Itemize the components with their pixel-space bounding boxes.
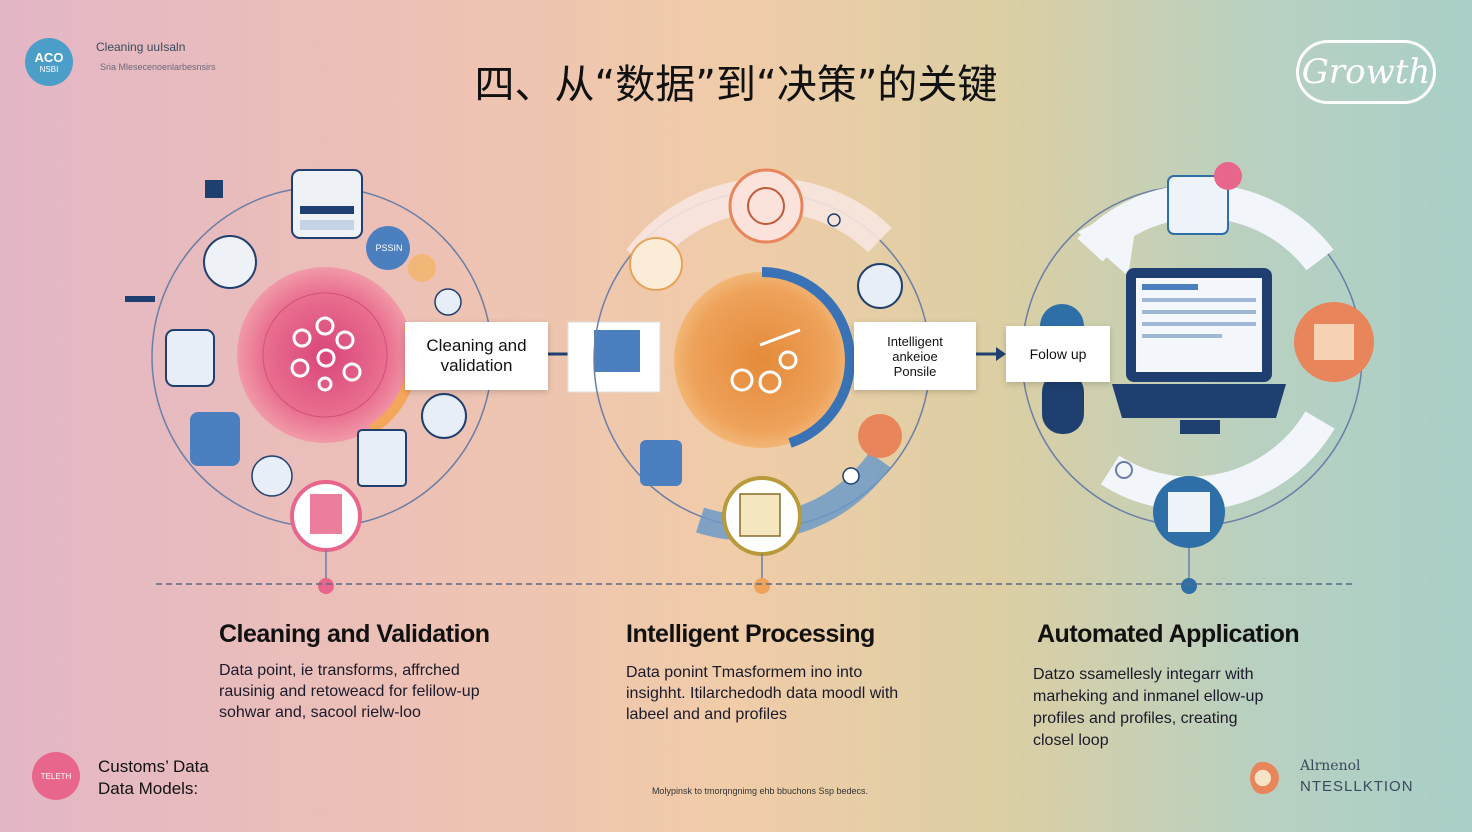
growth-logo: Growth — [1296, 40, 1436, 104]
stage1-title: Cleaning and Validation — [219, 620, 490, 648]
stage2-grid-icon — [640, 440, 682, 486]
stage1-core-icons — [290, 316, 362, 392]
page-title: 四、从“数据”到“决策”的关键 — [474, 62, 998, 108]
stage2-hand-icon — [858, 414, 902, 458]
stage3-dark-pill — [1042, 372, 1084, 434]
stage2-graphic — [593, 168, 931, 594]
callout-follow-up: Folow up — [1006, 326, 1110, 382]
footer-brand-line1: Alrnenol — [1300, 758, 1361, 774]
stage2-clock-icon — [857, 263, 903, 309]
callout-cleaning-validation: Cleaning and validation — [405, 322, 548, 390]
stage1-small-icon — [434, 288, 462, 316]
footer-brand-logo-icon — [1250, 760, 1282, 796]
footer-brand-line2: NTESLLKTION — [1300, 778, 1414, 795]
stage1-timeline-dot — [318, 578, 334, 594]
stage3-timeline-dot — [1181, 578, 1197, 594]
stage1-file-icon — [357, 429, 407, 487]
stage1-brain-icon — [251, 455, 293, 497]
stage1-blue-badge-icon — [366, 226, 410, 270]
footer-left-text: Customs’ Data Data Models: — [98, 757, 209, 798]
stage1-icon-label: PSSIN — [375, 243, 403, 253]
header-badge-line2: NSBI — [39, 64, 59, 74]
stage2-lamp-icon — [629, 237, 683, 291]
footer-center-text: Molypinsk to tmorqngnimg ehb bbuchons Ss… — [651, 786, 869, 796]
stage3-laptop-base — [1112, 384, 1286, 418]
header-brand-subtext: Sria Mlesecenoenlarbesnsirs — [100, 62, 216, 72]
stage1-database-icon — [165, 329, 215, 387]
stage2-core-icons — [730, 328, 801, 394]
stage2-description: Data ponint Tmasformem ino into insighht… — [626, 664, 899, 723]
stage3-top-node — [1167, 175, 1229, 235]
stage2-timeline-dot — [754, 578, 770, 594]
stage3-description: Datzo ssamellesly integarr with marhekin… — [1033, 666, 1264, 749]
header-badge: ACO NSBI — [25, 38, 73, 86]
stage1-description: Data point, ie transforms, affrched raus… — [219, 662, 480, 721]
stage2-top-node — [728, 168, 804, 244]
callout-intelligent: Intelligent ankeioe Ponsile — [854, 322, 976, 390]
stage1-chat-icon — [421, 393, 467, 439]
stage1-doc-icon — [203, 235, 257, 289]
stage1-stack-icon — [190, 412, 240, 466]
stage2-core-circle — [674, 272, 850, 448]
stage2-title: Intelligent Processing — [626, 620, 875, 648]
stage3-cycle-arrow-bottom — [1100, 411, 1335, 511]
stage3-graphic — [1021, 162, 1374, 594]
stage3-title: Automated Application — [1037, 620, 1300, 648]
stage2-core-accent — [761, 267, 856, 448]
header-brand-text: Cleaning uuIsaln — [96, 40, 186, 54]
footer-badge: TELETH — [32, 752, 80, 800]
stage1-orange-badge-icon — [408, 254, 436, 282]
header-badge-line1: ACO — [34, 49, 64, 65]
